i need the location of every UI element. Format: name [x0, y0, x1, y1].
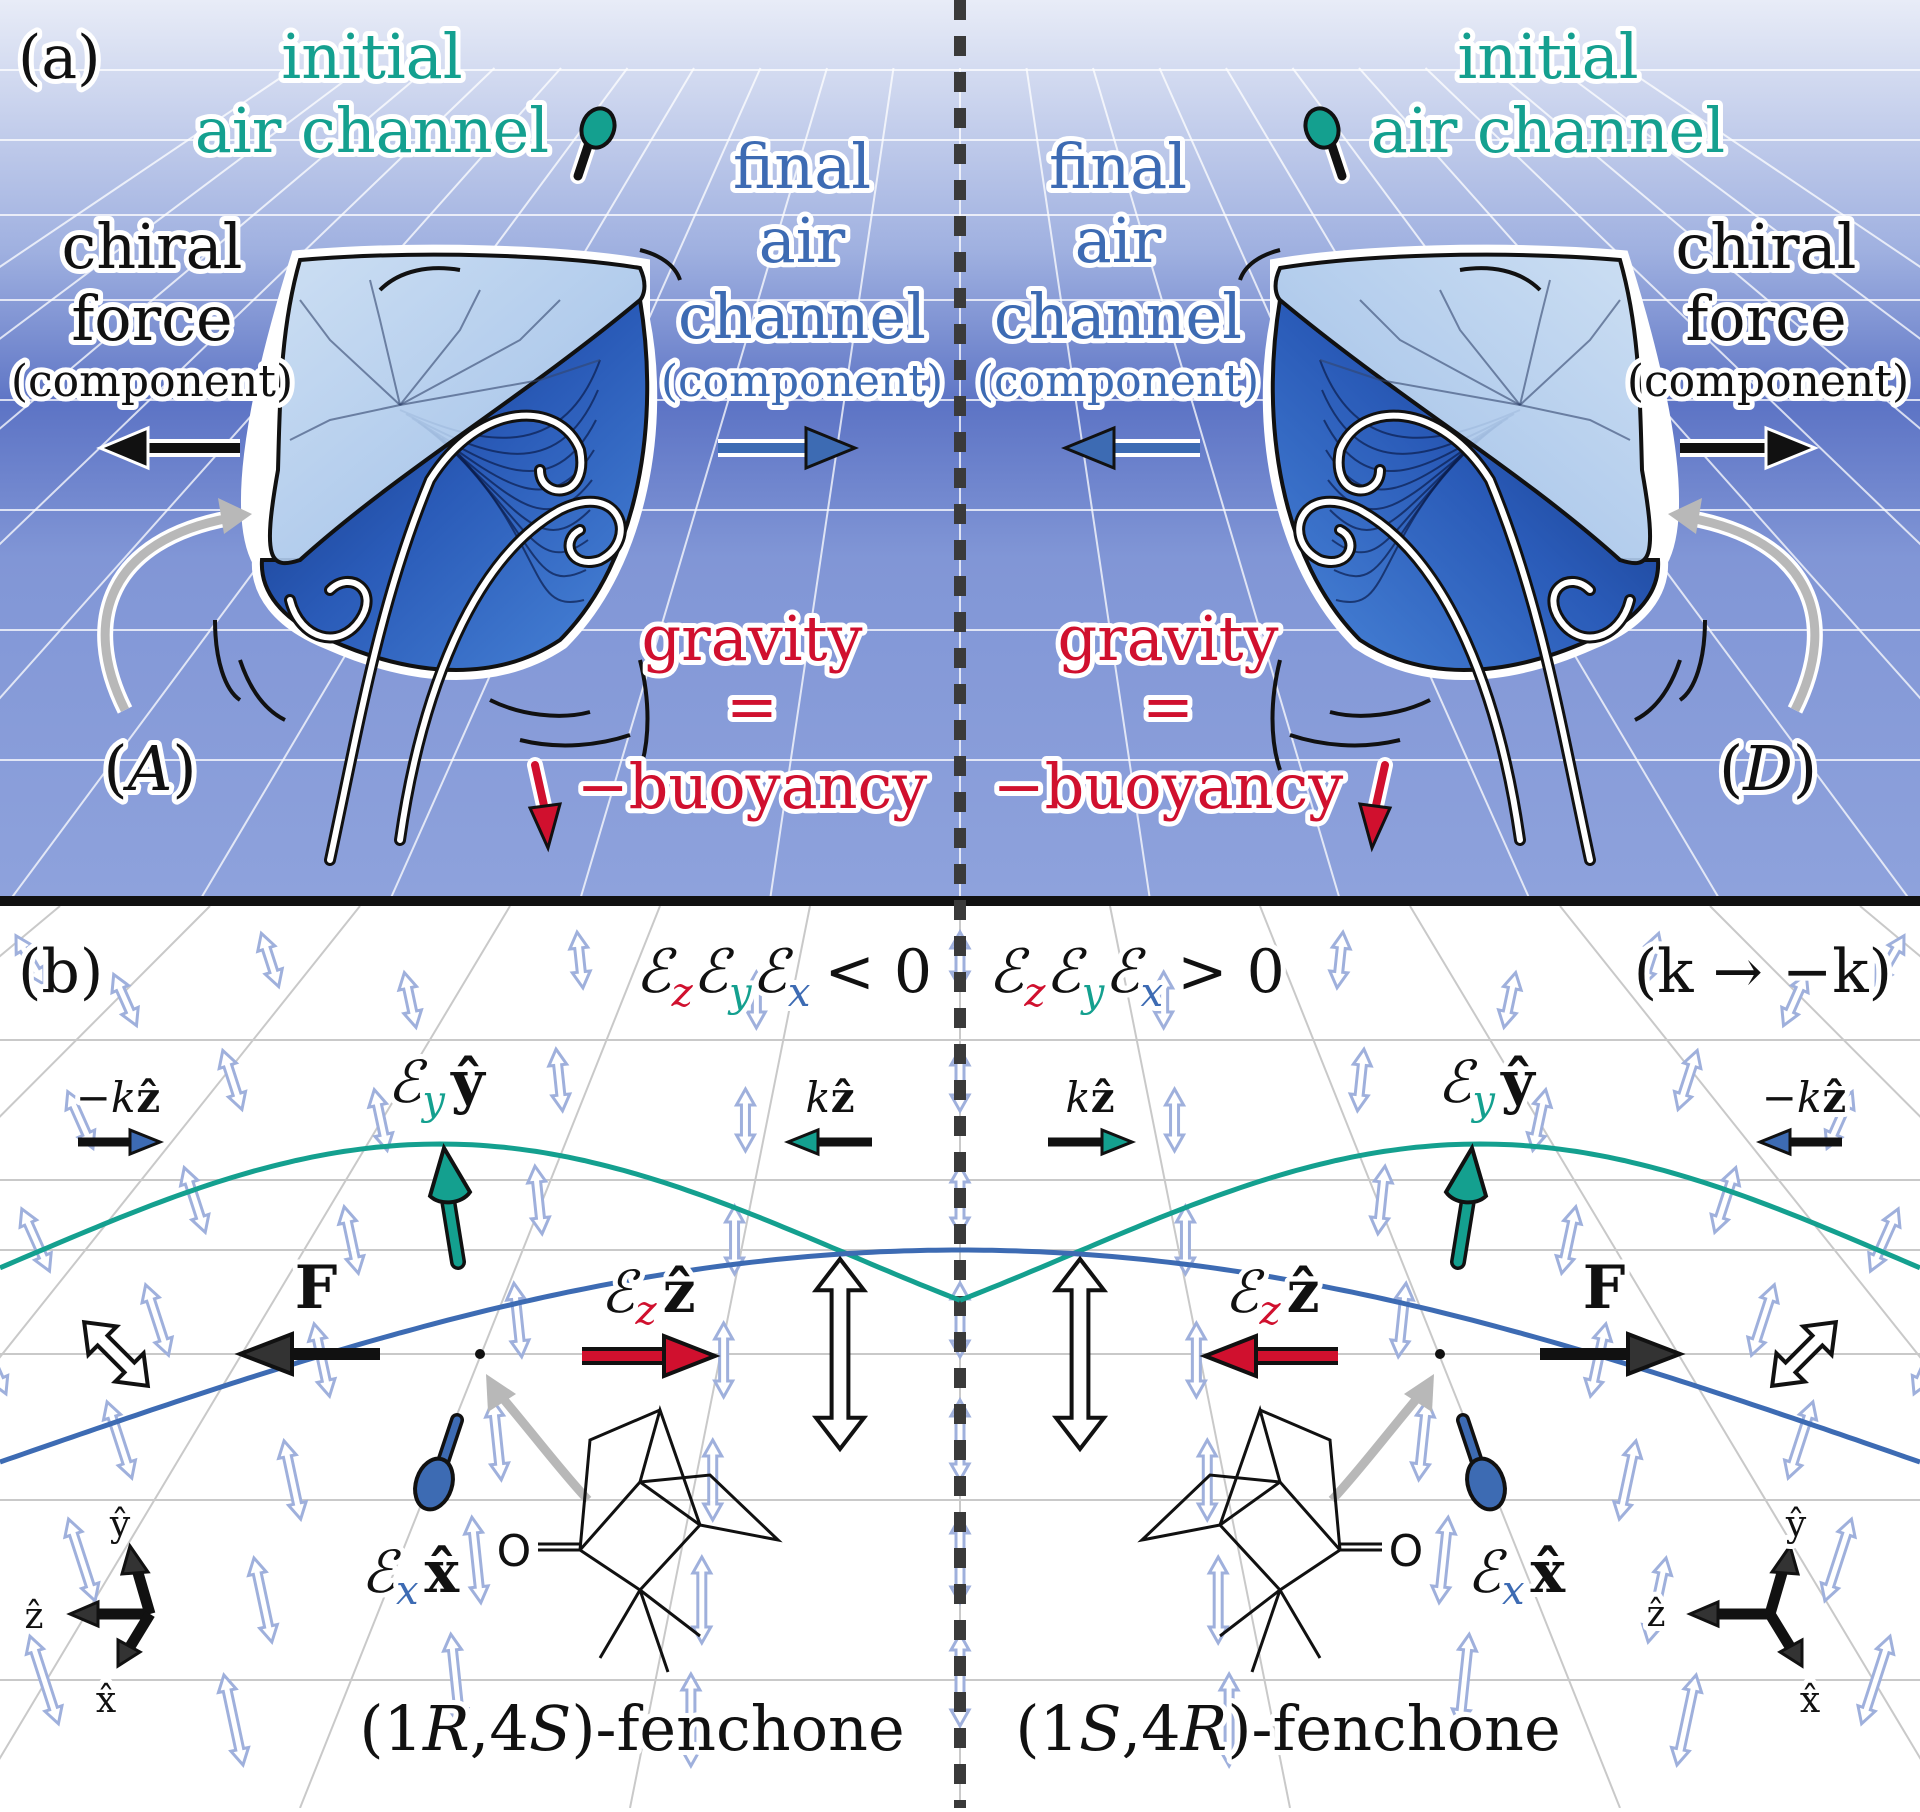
molecule-name-left: (1R,4S)-fenchone — [359, 1692, 904, 1765]
gravity-label-right-3: −buoyancy — [993, 750, 1344, 823]
origin-right — [1435, 1349, 1445, 1359]
final-channel-label-right-2: air — [1075, 204, 1162, 277]
axis-label-y-left: ŷ — [109, 1504, 131, 1545]
chiral-force-label-left-1: chiral — [62, 210, 243, 283]
axis-label-z-left: ẑ — [25, 1596, 44, 1637]
origin-left — [475, 1349, 485, 1359]
force-label-right: F — [1583, 1253, 1626, 1323]
initial-channel-label-right-1: initial — [1457, 20, 1638, 93]
final-channel-label-left-1: final — [733, 130, 871, 203]
final-channel-label-right-4: (component) — [977, 356, 1259, 407]
gravity-label-left-1: gravity — [641, 602, 862, 675]
initial-channel-label-left-2: air channel — [195, 94, 549, 167]
k-label-left-outer: −kẑ — [76, 1073, 161, 1122]
initial-channel-label-right-2: air channel — [1371, 94, 1725, 167]
gravity-label-left-3: −buoyancy — [577, 750, 928, 823]
final-channel-label-left-3: channel — [678, 280, 926, 353]
gravity-label-right-1: gravity — [1057, 602, 1278, 675]
molecule-name-right: (1S,4R)-fenchone — [1015, 1692, 1560, 1765]
gravity-label-left-2: = — [726, 670, 778, 743]
axis-label-y-right: ŷ — [1785, 1504, 1807, 1545]
k-label-left-inner: kẑ — [805, 1073, 854, 1122]
axis-label-z-right: ẑ — [1647, 1594, 1666, 1635]
chiral-force-label-left-3: (component) — [11, 356, 293, 407]
initial-channel-label-left-1: initial — [281, 20, 462, 93]
oxygen-right: O — [1389, 1526, 1424, 1577]
k-label-right-inner: kẑ — [1065, 1073, 1114, 1122]
panel-a-label: (a) — [18, 23, 101, 93]
marker-A: (A) — [103, 732, 196, 805]
axis-label-x-right: x̂ — [1800, 1680, 1820, 1721]
final-channel-label-right-3: channel — [994, 280, 1242, 353]
chiral-force-label-right-3: (component) — [1627, 356, 1909, 407]
oxygen-left: O — [497, 1526, 532, 1577]
chiral-force-label-right-1: chiral — [1676, 210, 1857, 283]
k-label-right-outer: −kẑ — [1762, 1073, 1847, 1122]
chiral-force-label-right-2: force — [1685, 282, 1846, 355]
axis-label-x-left: x̂ — [96, 1680, 116, 1721]
final-channel-label-left-4: (component) — [661, 356, 943, 407]
k-flip-label: (k → −k) — [1634, 937, 1892, 1007]
final-channel-label-left-2: air — [759, 204, 846, 277]
panel-b-label: (b) — [18, 937, 103, 1007]
final-channel-label-right-1: final — [1049, 130, 1187, 203]
force-label-left: F — [295, 1253, 338, 1323]
gravity-label-right-2: = — [1142, 670, 1194, 743]
marker-D: (D) — [1719, 732, 1817, 805]
chiral-force-label-left-2: force — [71, 282, 232, 355]
